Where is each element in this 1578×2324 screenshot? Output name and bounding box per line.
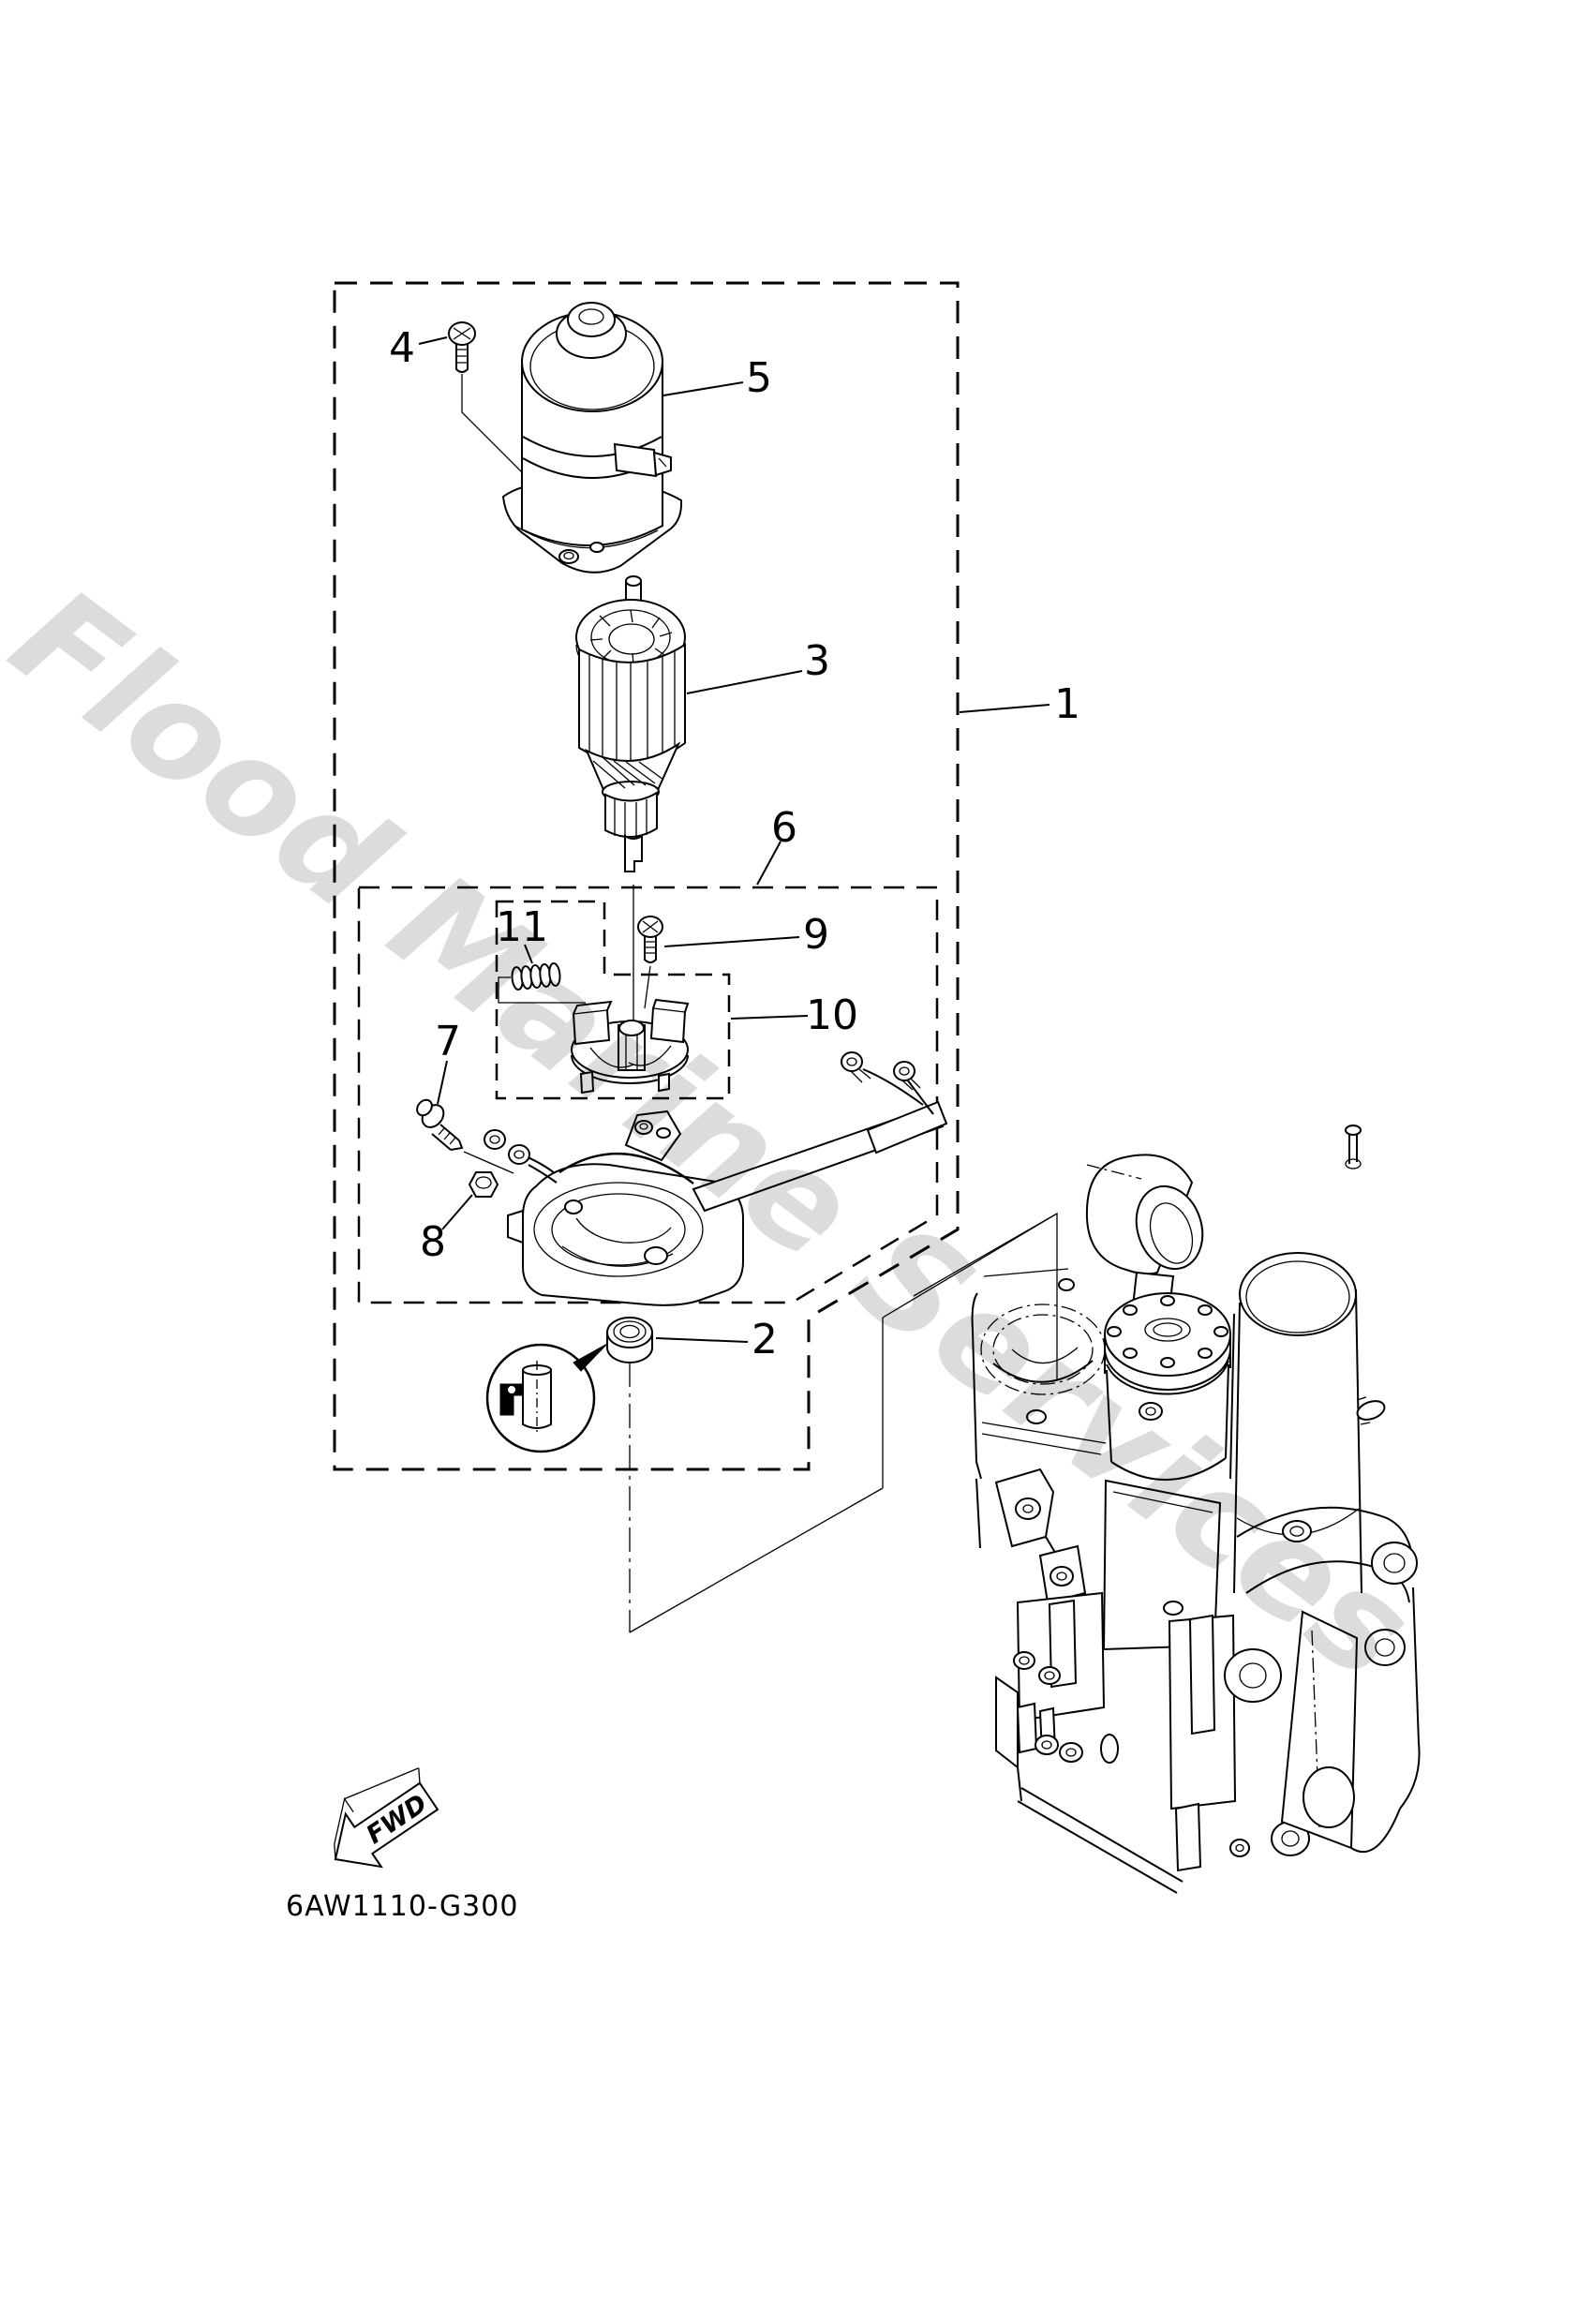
ring-terminals — [484, 1051, 921, 1165]
screw-9 — [637, 916, 663, 963]
callout-6: 6 — [771, 804, 797, 852]
group-box-1-outline — [333, 281, 960, 1471]
callout-4: 4 — [389, 324, 415, 372]
callout-3: 3 — [804, 637, 830, 685]
callout-11: 11 — [496, 903, 548, 951]
oil-seal — [606, 1317, 653, 1363]
callout-10: 10 — [806, 991, 858, 1039]
group-box-6-outline — [357, 886, 939, 1304]
callout-1: 1 — [1054, 680, 1080, 728]
nut-8 — [468, 1171, 499, 1198]
armature — [575, 575, 686, 872]
callout-7: 7 — [435, 1018, 461, 1065]
callout-8: 8 — [420, 1218, 446, 1266]
group-box-10-outline — [495, 900, 731, 1100]
callout-2: 2 — [752, 1316, 778, 1363]
callout-leaders — [418, 336, 1050, 1343]
assembly-centerlines — [461, 374, 1058, 1633]
callout-numbers: 1 2 3 4 5 6 7 8 9 10 11 — [389, 324, 1080, 1363]
drawing-code: 6AW1110-G300 — [286, 1890, 518, 1923]
brush-holder — [571, 998, 690, 1095]
motor-cap — [501, 302, 683, 574]
fwd-arrow: FWD — [334, 1767, 439, 1869]
screw-4 — [448, 321, 476, 373]
callout-9: 9 — [803, 911, 829, 959]
screw-7 — [416, 1098, 514, 1174]
motor-end-frame — [507, 1068, 948, 1306]
callout-5: 5 — [746, 354, 772, 402]
brush-spring — [498, 961, 586, 1004]
tilt-trim-unit — [913, 1125, 1421, 1894]
seal-section-detail — [485, 1343, 608, 1453]
